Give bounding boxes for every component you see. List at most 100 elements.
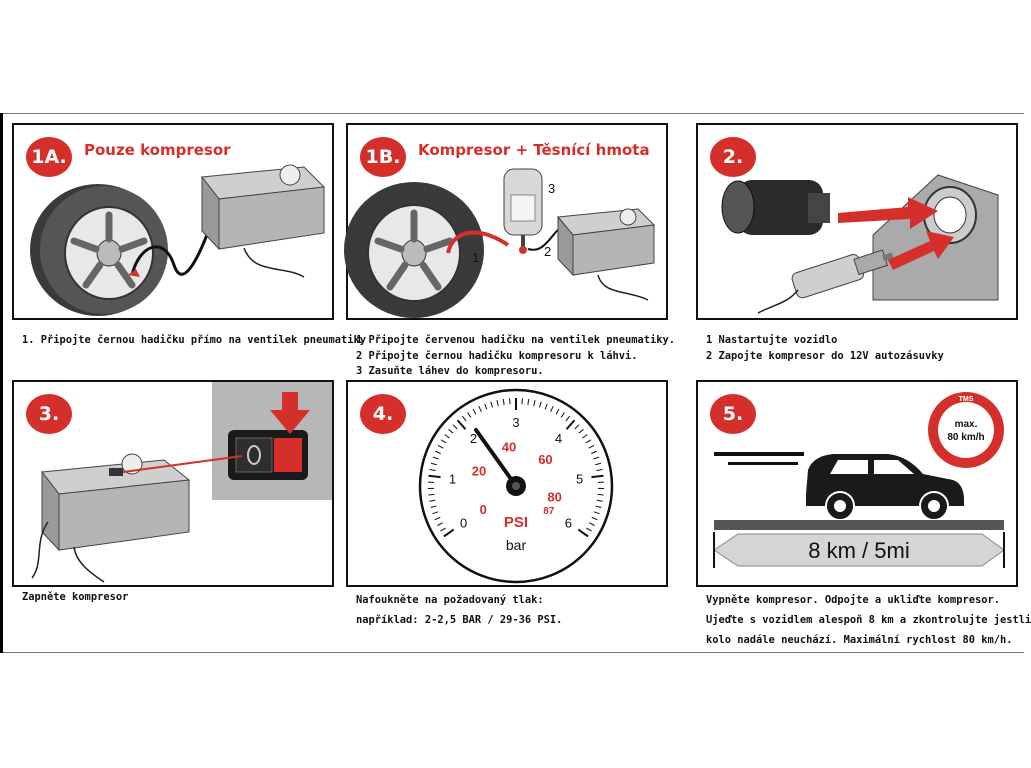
gauge-psi-tick-label: 20 bbox=[472, 464, 486, 479]
panel-1a: 1A. Pouze kompresor bbox=[12, 123, 334, 320]
gauge-tick bbox=[591, 474, 604, 479]
caption-line: Vypněte kompresor. Odpojte a ukliďte kom… bbox=[706, 594, 1001, 606]
step-badge: 1B. bbox=[360, 137, 406, 177]
step-badge: 1A. bbox=[26, 137, 72, 177]
gauge-tick bbox=[544, 403, 548, 410]
step-label-1: 1 bbox=[472, 250, 479, 265]
panel-title: Kompresor + Těsnící hmota bbox=[418, 141, 650, 159]
gauge-tick bbox=[428, 474, 441, 479]
gauge-tick bbox=[565, 415, 570, 422]
gauge-tick bbox=[593, 456, 600, 460]
gauge-tick bbox=[429, 468, 436, 472]
gauge-tick bbox=[591, 450, 598, 454]
gauge-tick bbox=[434, 516, 441, 521]
gauge-tick bbox=[430, 505, 437, 509]
caption-line: kolo nadále neuchází. Maximální rychlost… bbox=[706, 634, 1013, 646]
gauge-psi-tick-label: 87 bbox=[543, 506, 555, 517]
gauge-tick bbox=[478, 406, 482, 412]
gauge-tick bbox=[597, 493, 604, 496]
speed-sign-line2: 80 km/h bbox=[947, 432, 984, 443]
panel-2-caption: 1 Nastartujte vozidlo 2 Zapojte kompreso… bbox=[706, 333, 944, 364]
gauge-tick bbox=[577, 528, 589, 538]
step-badge: 2. bbox=[710, 137, 756, 177]
gauge-tick bbox=[430, 462, 437, 466]
caption-line: 2 Zapojte kompresor do 12V autozásuvky bbox=[706, 349, 944, 362]
gauge-bar-tick-label: 6 bbox=[565, 516, 572, 531]
tire-bottle-compressor-icon: 1 2 3 bbox=[344, 168, 656, 318]
gauge-psi-tick-label: 40 bbox=[502, 440, 516, 455]
gauge-tick bbox=[596, 468, 603, 472]
gauge-tick bbox=[429, 499, 436, 502]
gauge-tick bbox=[434, 450, 441, 454]
compressor-switch-icon bbox=[31, 382, 332, 583]
sheet-left-border bbox=[0, 113, 3, 653]
gauge-tick bbox=[582, 434, 588, 439]
panel-2: 2. bbox=[696, 123, 1018, 320]
gauge-tick bbox=[595, 462, 602, 466]
gauge-tick bbox=[578, 429, 584, 434]
gauge-tick bbox=[527, 398, 530, 405]
gauge-tick bbox=[586, 527, 592, 532]
gauge-tick bbox=[467, 412, 472, 418]
gauge-tick bbox=[448, 429, 454, 434]
gauge-tick bbox=[496, 399, 499, 407]
gauge-tick bbox=[428, 493, 435, 496]
speed-sign-line1: max. bbox=[955, 419, 978, 430]
gauge-tick bbox=[533, 399, 536, 407]
speed-sign-top: TMS bbox=[959, 396, 974, 403]
gauge-tick bbox=[589, 522, 595, 526]
gauge-tick bbox=[585, 439, 592, 444]
caption-line: Zapněte kompresor bbox=[22, 591, 129, 603]
driving-car-icon: TMS max. 80 km/h 8 km / 5mi bbox=[713, 392, 1005, 568]
gauge-bar-tick-label: 5 bbox=[576, 472, 583, 487]
sheet-top-rule bbox=[0, 113, 1024, 114]
caption-line: Ujeďte s vozidlem alespoň 8 km a zkontro… bbox=[706, 614, 1031, 626]
panel-3: 3. bbox=[12, 380, 334, 587]
gauge-tick bbox=[596, 499, 603, 502]
step-label-3: 3 bbox=[548, 181, 555, 196]
gauge-tick bbox=[591, 516, 598, 521]
panel-3-caption: Zapněte kompresor bbox=[22, 590, 128, 606]
gauge-tick bbox=[502, 398, 505, 405]
car-socket-plug-icon bbox=[721, 174, 999, 314]
gauge-tick bbox=[490, 401, 493, 408]
caption-line: Nafoukněte na požadovaný tlak: bbox=[356, 594, 544, 606]
panel-1a-caption: 1. Připojte černou hadičku přímo na vent… bbox=[22, 333, 366, 349]
gauge-psi-tick-label: 80 bbox=[547, 489, 561, 504]
gauge-bar-label: bar bbox=[506, 537, 527, 553]
gauge-bar-tick-label: 2 bbox=[470, 431, 477, 446]
step-badge: 3. bbox=[26, 394, 72, 434]
gauge-tick bbox=[437, 444, 444, 449]
gauge-tick bbox=[588, 444, 595, 449]
caption-line: 3 Zasuňte láhev do kompresoru. bbox=[356, 365, 544, 377]
gauge-psi-tick-label: 60 bbox=[538, 452, 552, 467]
gauge-tick bbox=[539, 401, 542, 408]
caption-line: 2 Připojte černou hadičku kompresoru k l… bbox=[356, 349, 638, 362]
gauge-bar-tick-label: 1 bbox=[449, 472, 456, 487]
sheet-bottom-rule bbox=[0, 652, 1024, 653]
caption-line: například: 2-2,5 BAR / 29-36 PSI. bbox=[356, 614, 563, 626]
step-label-2: 2 bbox=[544, 244, 551, 259]
gauge-tick bbox=[560, 412, 565, 418]
caption-line: 1. Připojte černou hadičku přímo na vent… bbox=[22, 334, 367, 346]
distance-label: 8 km / 5mi bbox=[808, 538, 909, 563]
gauge-tick bbox=[472, 408, 477, 415]
gauge-tick bbox=[440, 439, 447, 444]
gauge-tick bbox=[432, 511, 439, 515]
gauge-tick bbox=[550, 406, 554, 412]
gauge-tick bbox=[555, 408, 560, 415]
gauge-tick bbox=[565, 419, 576, 430]
panel-5: 5. TMS max. 80 km/h 8 km / 5mi bbox=[696, 380, 1018, 587]
gauge-psi-label: PSI bbox=[504, 514, 528, 531]
gauge-psi-tick-label: 0 bbox=[480, 502, 487, 517]
gauge-tick bbox=[443, 528, 455, 538]
gauge-tick bbox=[452, 424, 458, 430]
gauge-tick bbox=[595, 505, 602, 509]
gauge-bar-tick-label: 3 bbox=[512, 415, 519, 430]
gauge-tick bbox=[574, 424, 580, 430]
gauge-tick bbox=[437, 522, 443, 526]
gauge-tick bbox=[484, 403, 488, 410]
caption-line: 1 Připojte červenou hadičku na ventilek … bbox=[356, 334, 676, 346]
